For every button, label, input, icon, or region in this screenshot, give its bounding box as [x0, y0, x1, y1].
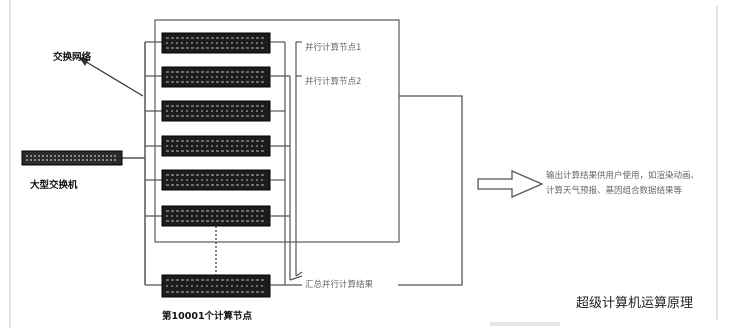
- output-connection-path: [398, 95, 463, 286]
- diagram-title: 超级计算机运算原理: [576, 296, 693, 311]
- bottom-smudge: [490, 322, 560, 326]
- large-switch-label: 大型交换机: [30, 179, 78, 191]
- exchange-network-label: 交换网络: [53, 51, 92, 63]
- server-rack-icon: [161, 205, 271, 227]
- server-rack-icon: [161, 32, 271, 54]
- network-switch-icon: [21, 150, 123, 166]
- server-rack-icon: [161, 274, 271, 298]
- aggregate-results-label: 汇总并行计算结果: [305, 279, 374, 290]
- hollow-right-arrow-icon: [477, 170, 544, 198]
- server-rack-icon: [161, 100, 271, 122]
- exchange-network-pointer: [82, 59, 144, 97]
- output-description-line-2: 计算天气预报、基因组合数据结果等: [546, 185, 683, 196]
- bus-merge-b: [295, 271, 303, 277]
- parallel-node-2-label: 并行计算节点2: [305, 76, 361, 87]
- node-10001-label: 第10001个计算节点: [162, 310, 253, 322]
- server-rack-icon: [161, 66, 271, 88]
- server-rack-icon: [161, 135, 271, 157]
- server-rack-icon: [161, 169, 271, 191]
- exchange-network-arrowhead: [79, 57, 89, 66]
- compute-cluster-frame: [154, 19, 400, 243]
- bus-merge-a: [289, 275, 303, 281]
- output-description-line-1: 输出计算结果供用户使用，如渲染动画、: [546, 170, 699, 181]
- parallel-node-1-label: 并行计算节点1: [305, 42, 361, 53]
